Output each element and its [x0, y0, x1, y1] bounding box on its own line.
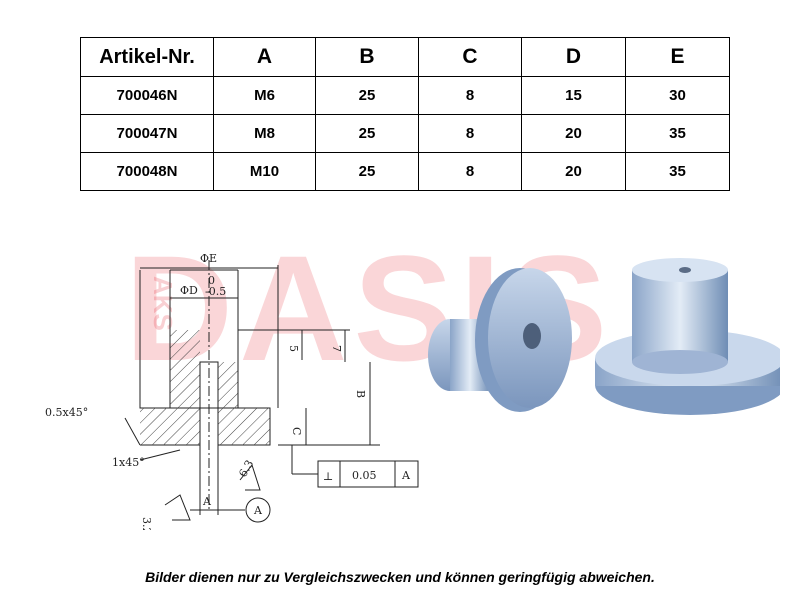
table-header-row: Artikel-Nr. A B C D E	[80, 37, 730, 77]
cell-b: 25	[315, 114, 419, 153]
header-a: A	[213, 37, 316, 77]
datum-label: A	[253, 504, 263, 517]
dim-phi-d-tol-lower: -0.5	[205, 285, 226, 298]
cell-c: 8	[418, 76, 522, 115]
cell-e: 30	[625, 76, 730, 115]
cell-e: 35	[625, 152, 730, 191]
cell-e: 35	[625, 114, 730, 153]
header-b: B	[315, 37, 419, 77]
header-artikel-nr: Artikel-Nr.	[80, 37, 214, 77]
chamfer-0-5x45: 0.5x45°	[45, 406, 88, 419]
cell-artikel-nr: 700048N	[80, 152, 214, 191]
cell-a: M6	[213, 76, 316, 115]
watermark-vertical-text: AKS	[148, 276, 178, 331]
technical-drawing: ΦE ΦD 0 -0.5 5 7 B C A 0.5x45° 1x45° 3.2…	[45, 252, 419, 530]
table-row: 700047N M8 25 8 20 35	[80, 114, 730, 153]
dim-c: C	[290, 427, 303, 435]
product-photo	[428, 258, 780, 415]
dim-a: A	[202, 495, 212, 508]
dim-phi-d: ΦD	[180, 284, 198, 297]
tolerance-datum: A	[401, 469, 411, 482]
header-e: E	[625, 37, 730, 77]
cell-c: 8	[418, 152, 522, 191]
cell-b: 25	[315, 76, 419, 115]
header-c: C	[418, 37, 522, 77]
roughness-6-3: 6.3	[236, 458, 256, 480]
perpendicularity-icon: ⊥	[323, 470, 333, 483]
cell-c: 8	[418, 114, 522, 153]
spec-table: Artikel-Nr. A B C D E 700046N M6 25 8 15…	[80, 37, 730, 191]
cell-d: 20	[521, 152, 626, 191]
table-row: 700048N M10 25 8 20 35	[80, 152, 730, 191]
cell-a: M10	[213, 152, 316, 191]
dim-phi-e: ΦE	[200, 252, 217, 265]
cell-d: 20	[521, 114, 626, 153]
cell-artikel-nr: 700046N	[80, 76, 214, 115]
chamfer-1x45: 1x45°	[112, 456, 145, 469]
roughness-3-2: 3.2	[140, 517, 153, 530]
cell-b: 25	[315, 152, 419, 191]
disclaimer-text: Bilder dienen nur zu Vergleichszwecken u…	[145, 569, 655, 585]
table-row: 700046N M6 25 8 15 30	[80, 76, 730, 115]
cell-d: 15	[521, 76, 626, 115]
dim-b: B	[354, 390, 367, 398]
cell-artikel-nr: 700047N	[80, 114, 214, 153]
header-d: D	[521, 37, 626, 77]
dim-5: 5	[287, 345, 300, 352]
part-left-image	[428, 268, 572, 412]
tolerance-value: 0.05	[352, 469, 377, 482]
part-right-image	[595, 258, 780, 415]
dim-7: 7	[330, 345, 343, 352]
cell-a: M8	[213, 114, 316, 153]
dim-phi-d-tol-upper: 0	[208, 274, 215, 287]
